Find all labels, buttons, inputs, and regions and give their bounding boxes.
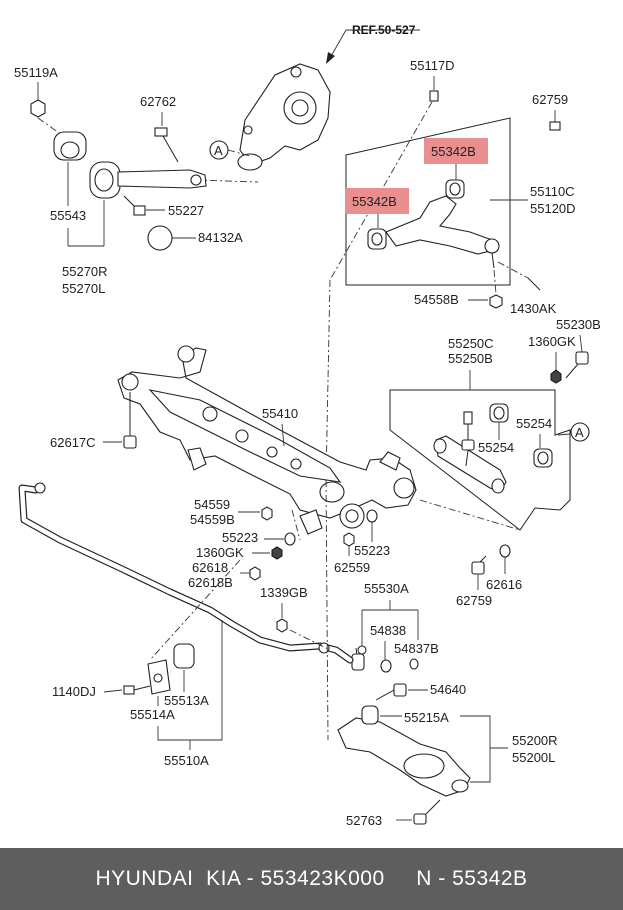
label-55514A: 55514A (130, 707, 175, 722)
nut-54837B (409, 658, 419, 670)
label-55342B-top: 55342B (431, 144, 476, 159)
label-1140DJ: 1140DJ (52, 684, 96, 699)
bolt-62762 (154, 127, 179, 163)
label-62559: 62559 (334, 560, 370, 575)
label-1430AK: 1430AK (510, 301, 557, 316)
bracket-55514A (147, 659, 171, 695)
label-1360GK: 1360GK (196, 545, 244, 560)
callout-a-right (570, 422, 590, 442)
label-55250C: 55250C (448, 336, 494, 351)
nut-1360GK (271, 546, 283, 560)
label-55543: 55543 (50, 208, 86, 223)
label-54837B: 54837B (394, 641, 439, 656)
bushing-55543 (53, 131, 87, 161)
label-62759-top: 62759 (532, 92, 568, 107)
label-84132A: 84132A (198, 230, 243, 245)
bolt-55230B (565, 351, 589, 379)
ref-leader (329, 29, 347, 59)
label-55230B: 55230B (556, 317, 601, 332)
label-55250B: 55250B (448, 351, 493, 366)
label-54559: 54559 (194, 497, 230, 512)
label-54559B: 54559B (190, 512, 235, 527)
crossmember-55410 (117, 345, 417, 535)
knuckle-part (237, 63, 331, 171)
label-55410: 55410 (262, 406, 298, 421)
label-62618: 62618 (192, 560, 228, 575)
label-55215A: 55215A (404, 710, 449, 725)
nut-62618 (249, 566, 261, 581)
label-62617C: 62617C (50, 435, 96, 450)
nut-1360GK-top (550, 369, 562, 384)
nut-1339GB (276, 618, 288, 633)
nut-54558B (489, 294, 503, 309)
washer-55223-b (366, 509, 378, 523)
stabilizer-bar-55510A (18, 484, 354, 664)
label-55510A: 55510A (164, 753, 209, 768)
nut-54559 (261, 506, 273, 521)
label-55200R: 55200R (512, 733, 558, 748)
label-1360GK-top: 1360GK (528, 334, 576, 349)
footer-text: HYUNDAI KIA - 553423K000 N - 55342B (95, 867, 528, 890)
label-62759-bottom: 62759 (456, 593, 492, 608)
nut-62559 (343, 532, 355, 547)
label-55119A: 55119A (14, 65, 58, 80)
bolt-55227 (123, 195, 146, 216)
label-1339GB: 1339GB (260, 585, 308, 600)
label-54558B: 54558B (414, 292, 459, 307)
label-55254-b: 55254 (516, 416, 552, 431)
footer-bar: HYUNDAI KIA - 553423K000 N - 55342B (0, 848, 623, 910)
label-52763: 52763 (346, 813, 382, 828)
label-55513A: 55513A (164, 693, 209, 708)
washer-54838 (380, 659, 392, 673)
highlight-55342B-left (345, 188, 409, 214)
callout-a-top-letter: A (214, 143, 223, 158)
label-62616: 62616 (486, 577, 522, 592)
bolt-55117D (429, 90, 439, 102)
lower-arm-55250C (433, 411, 507, 494)
callout-a-right-letter: A (575, 425, 584, 440)
label-55227: 55227 (168, 203, 204, 218)
label-55223-a: 55223 (222, 530, 258, 545)
label-55342B-left: 55342B (352, 194, 397, 209)
upper-arm-55110C (367, 179, 500, 269)
washer-62616 (499, 544, 511, 558)
bolt-62759-top (549, 121, 561, 131)
highlight-55342B-top (424, 138, 488, 164)
label-55120D: 55120D (530, 201, 576, 216)
label-55223-b: 55223 (354, 543, 390, 558)
label-62618B: 62618B (188, 575, 233, 590)
label-55530A: 55530A (364, 581, 409, 596)
label-54640: 54640 (430, 682, 466, 697)
label-55110C: 55110C (530, 184, 575, 199)
bolt-62617C (123, 392, 137, 449)
ref-arrow-icon (326, 52, 335, 64)
nut-55119A (30, 99, 46, 118)
label-55270L: 55270L (62, 281, 105, 296)
label-55117D: 55117D (410, 58, 455, 73)
parts-diagram: REF.50-527 A 55119A 55543 55270R 55270L … (14, 23, 601, 828)
stabilizer-link-55530A (351, 645, 367, 671)
washer-55223-a (284, 532, 296, 546)
bolt-1140DJ (123, 685, 151, 695)
lower-arm-55200R (337, 705, 471, 797)
upper-arm-group-box (345, 117, 511, 286)
bolt-54640 (375, 683, 407, 701)
label-62762: 62762 (140, 94, 176, 109)
trailing-arm-55270 (89, 161, 207, 199)
label-55270R: 55270R (62, 264, 108, 279)
label-54838: 54838 (370, 623, 406, 638)
label-55254-a: 55254 (478, 440, 514, 455)
cap-84132A (147, 225, 173, 251)
label-55200L: 55200L (512, 750, 555, 765)
bushing-55513A (173, 643, 195, 669)
lower-arm-group-box (389, 389, 571, 531)
bolt-62759-bottom (471, 555, 487, 575)
pin-1430AK (527, 277, 541, 291)
bolt-52763 (413, 799, 441, 825)
